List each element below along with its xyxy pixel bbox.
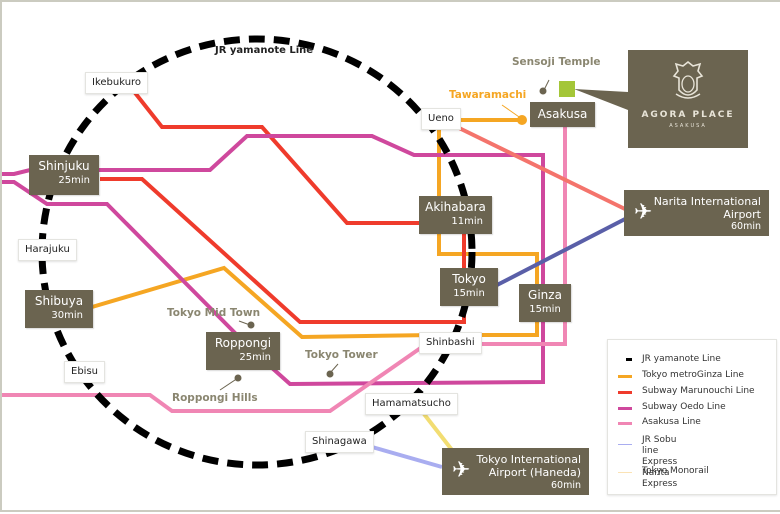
airport-time: 60min [730,221,761,232]
station-shinjuku[interactable]: Shinjuku 25min [29,155,99,195]
station-roppongi[interactable]: Roppongi 25min [206,332,280,370]
airport-narita[interactable]: ✈ Narita International Airport 60min [624,190,769,236]
hills-pin-line [219,377,239,391]
midtown-pin [247,321,255,329]
airport-name-line2: Airport [723,208,761,221]
sobu-line [371,445,443,469]
narita-express-line [496,216,628,287]
legend-label: Tokyo metroGinza Line [642,370,744,380]
legend-label: Tokyo Monorail [642,466,709,476]
airport-name-line2: Airport (Haneda) [488,466,581,479]
station-shinbashi[interactable]: Shinbashi [419,332,482,354]
station-name: Asakusa [537,107,588,121]
legend-swatch [618,422,632,425]
legend-label: JR Sobu line Express Narita Express [642,435,678,489]
station-harajuku[interactable]: Harajuku [18,239,77,261]
keisei-line [456,125,628,212]
airport-name-line1: Tokyo International [476,453,582,466]
airport-name-line1: Narita International [653,195,761,208]
asakusa-line-2 [482,127,567,346]
legend-swatch [618,444,632,445]
station-ebisu[interactable]: Ebisu [64,361,105,383]
monorail-line [422,412,454,452]
airplane-icon: ✈ [452,458,471,483]
station-tokyo[interactable]: Tokyo 15min [440,268,498,306]
landmark-roppongi-hills: Roppongi Hills [172,392,258,404]
hotel-name: AGORA PLACE [641,110,735,120]
station-time: 15min [453,288,485,299]
airport-haneda[interactable]: ✈ Tokyo International Airport (Haneda) 6… [442,448,589,495]
station-time: 25min [239,352,271,363]
legend-swatch [618,472,632,473]
legend-swatch [626,358,632,361]
airport-time: 60min [550,480,581,491]
station-name: Tokyo [452,272,486,286]
oedo-line-2 [2,180,244,342]
yamanote-line [38,35,476,469]
airport-name: Tokyo International Airport (Haneda) [466,453,582,479]
yamanote-label: JR yamanote Line [215,45,314,56]
station-name: Akihabara [425,200,486,214]
tower-pin [326,370,334,378]
station-akihabara[interactable]: Akihabara 11min [419,196,492,234]
airport-name: Narita International Airport [651,195,761,221]
station-shinagawa[interactable]: Shinagawa [305,431,374,453]
station-ginza[interactable]: Ginza 15min [519,284,571,322]
station-asakusa[interactable]: Asakusa [530,102,595,127]
station-hamamatsucho[interactable]: Hamamatsucho [365,393,458,415]
station-ikebukuro[interactable]: Ikebukuro [85,72,149,94]
legend: JR yamanote Line Tokyo metroGinza Line S… [607,339,777,495]
hotel-marker [559,81,575,97]
station-name: Ginza [528,288,562,302]
airplane-icon: ✈ [634,200,653,225]
landmark-tokyo-tower: Tokyo Tower [305,349,378,361]
hotel-box[interactable]: AGORA PLACE ASAKUSA [628,50,748,148]
hotel-callout-pointer [574,89,628,110]
station-time: 25min [58,175,90,186]
tawaramachi-label: Tawaramachi [449,89,527,101]
legend-swatch [618,391,632,394]
sensoji-pin [539,87,547,95]
legend-label: Subway Marunouchi Line [642,386,755,396]
ginza-line [91,118,539,340]
landmark-sensoji: Sensoji Temple [512,56,601,68]
hotel-crest-icon [672,60,704,99]
station-time: 11min [451,216,483,227]
legend-swatch [618,375,632,378]
legend-label: Subway Oedo Line [642,402,726,412]
tawaramachi-dot [517,115,527,125]
station-shibuya[interactable]: Shibuya 30min [25,290,93,328]
station-ueno[interactable]: Ueno [421,108,461,130]
station-name: Shinjuku [38,159,90,173]
marunouchi-line [130,87,422,225]
station-time: 15min [529,304,561,315]
legend-label: JR yamanote Line [642,354,721,364]
station-name: Shibuya [34,294,84,308]
station-name: Roppongi [214,336,272,350]
landmark-midtown: Tokyo Mid Town [167,307,261,319]
oedo-line [2,134,545,387]
legend-swatch [618,407,632,410]
legend-label: Asakusa Line [642,417,701,427]
hotel-area: ASAKUSA [669,123,707,129]
hills-pin [234,374,242,382]
station-time: 30min [51,310,83,321]
